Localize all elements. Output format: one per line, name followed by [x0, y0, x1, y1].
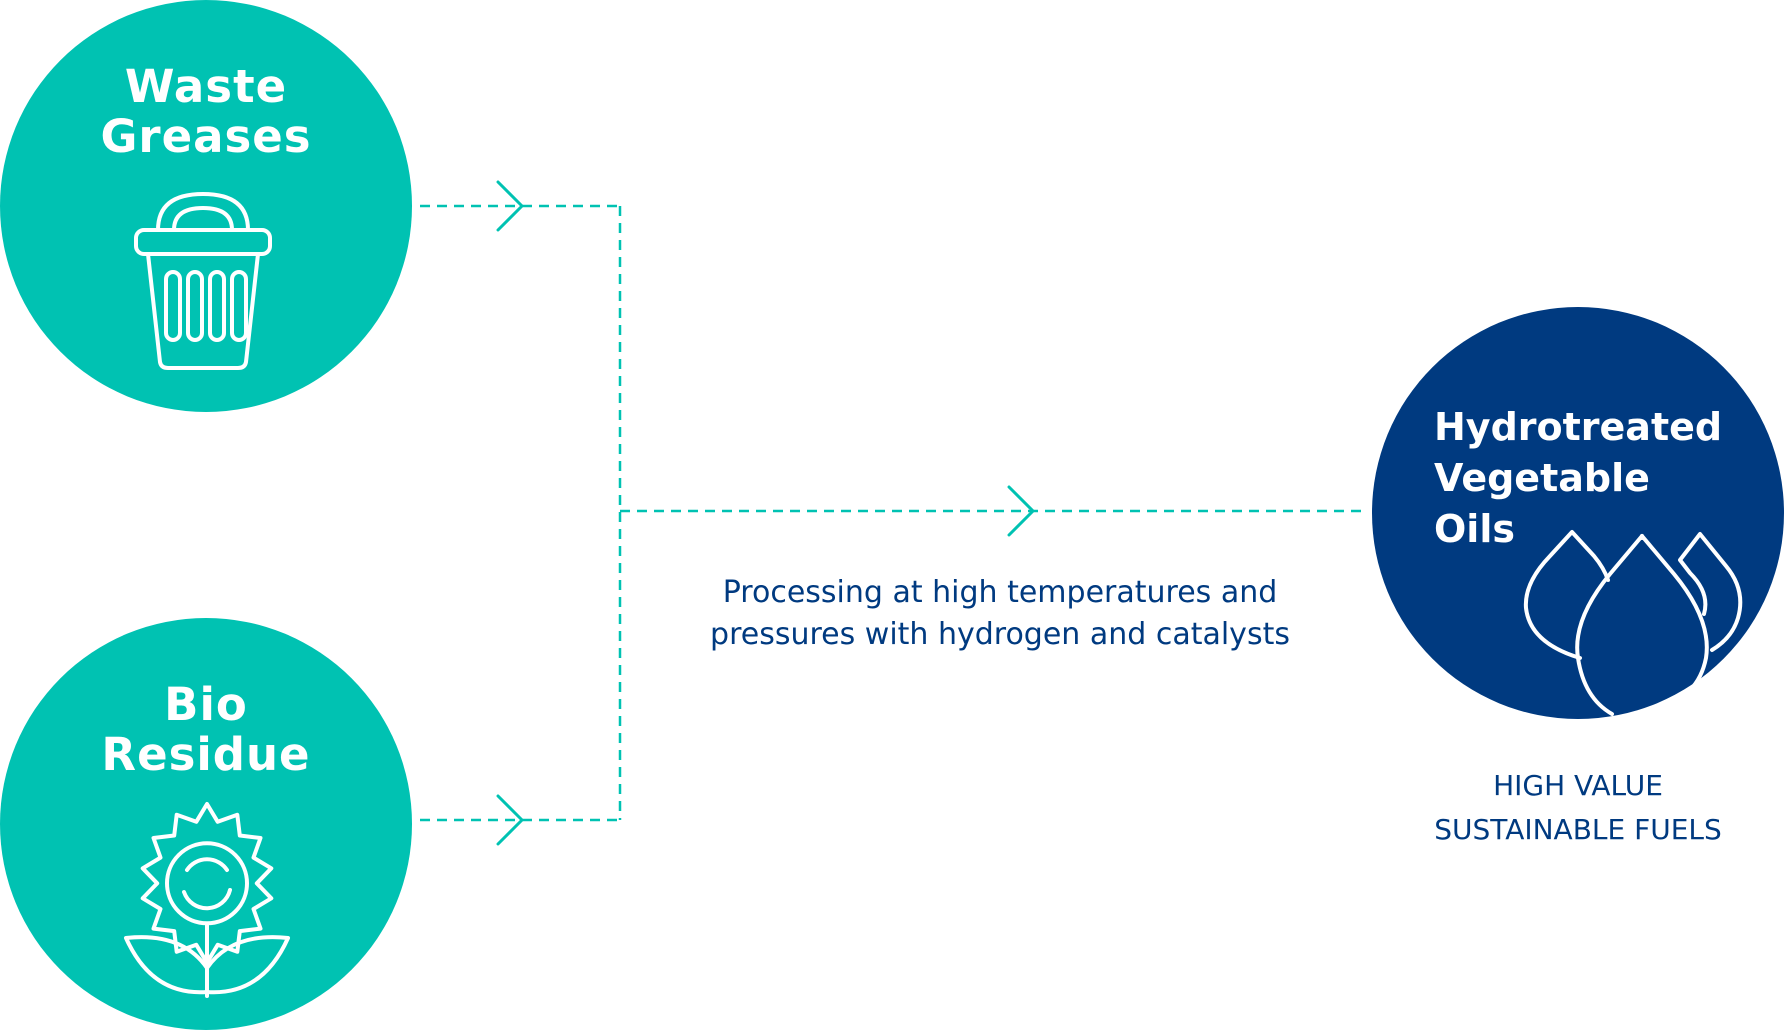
bio-residue-title: Bio Residue	[101, 678, 311, 781]
output-label: HIGH VALUE SUSTAINABLE FUELS	[1372, 764, 1784, 852]
output-label-line-2: SUSTAINABLE FUELS	[1434, 813, 1722, 846]
sunflower-icon	[124, 802, 290, 998]
hvo-title: Hydrotreated Vegetable Oils	[1434, 405, 1723, 551]
process-description: Processing at high temperatures and pres…	[630, 572, 1370, 656]
process-line-1: Processing at high temperatures and	[722, 575, 1278, 610]
oil-drops-icon	[1523, 530, 1743, 718]
waste-greases-node	[0, 0, 412, 412]
process-line-2: pressures with hydrogen and catalysts	[710, 617, 1290, 652]
waste-greases-title: Waste Greases	[100, 60, 312, 163]
arrowhead-output-icon	[1007, 485, 1035, 537]
output-label-line-1: HIGH VALUE	[1493, 769, 1663, 802]
trash-bin-icon	[134, 192, 272, 370]
arrowhead-bio-icon	[496, 794, 524, 846]
arrowhead-waste-icon	[496, 180, 524, 232]
